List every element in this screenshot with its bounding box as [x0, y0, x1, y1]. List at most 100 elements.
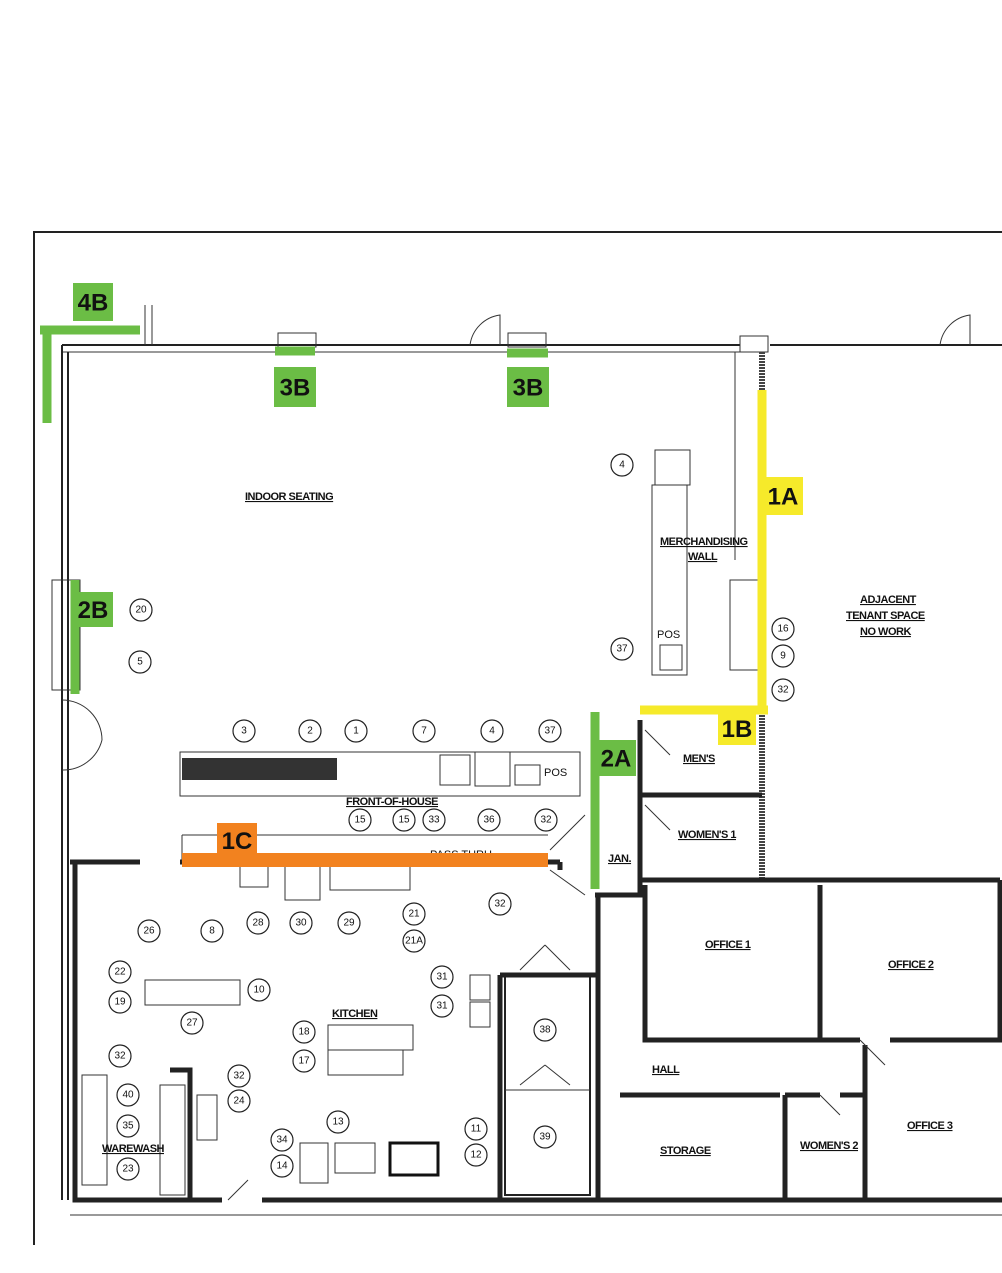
room-label: OFFICE 3 [907, 1120, 953, 1132]
marker-2a: 2A [590, 712, 636, 889]
callout-circle [392, 808, 416, 832]
marker-label: 1C [222, 828, 253, 855]
callout-circle [326, 1110, 350, 1134]
callout-circle [610, 453, 634, 477]
equipment-callout: 8 [200, 919, 224, 943]
callout-circle [128, 650, 152, 674]
equipment-callout: 1 [344, 719, 368, 743]
callout-circle [771, 644, 795, 668]
callout-circle [610, 637, 634, 661]
equipment-callout: 12 [464, 1143, 488, 1167]
room-label: TENANT SPACE [846, 610, 925, 622]
callout-circle [533, 1018, 557, 1042]
callout-circle [270, 1154, 294, 1178]
callout-number: 34 [276, 1135, 288, 1146]
callout-number: 20 [135, 605, 147, 616]
marker-label-box [73, 592, 113, 627]
callout-number: 19 [114, 997, 126, 1008]
callout-number: 15 [354, 815, 366, 826]
marker-4b: 4B [40, 283, 140, 423]
callout-number: 8 [209, 926, 215, 937]
callout-number: 32 [494, 899, 506, 910]
equipment-callout: 17 [292, 1049, 316, 1073]
equipment-callout: 3 [232, 719, 256, 743]
callout-number: 13 [332, 1117, 344, 1128]
room-label: MERCHANDISING [660, 536, 748, 548]
callout-number: 36 [483, 815, 495, 826]
callout-number: 21 [408, 909, 420, 920]
callout-number: 10 [253, 985, 265, 996]
equipment-callout: 35 [116, 1114, 140, 1138]
room-label: WAREWASH [102, 1143, 165, 1155]
callout-number: 31 [436, 972, 448, 983]
callout-circle [180, 1011, 204, 1035]
callout-number: 39 [539, 1132, 551, 1143]
callout-number: 15 [398, 815, 410, 826]
callout-number: 30 [295, 918, 307, 929]
equipment-callout: 32 [108, 1044, 132, 1068]
callout-circle [108, 1044, 132, 1068]
equipment-callout: 9 [771, 644, 795, 668]
callout-circle [137, 919, 161, 943]
callout-number: 14 [276, 1161, 288, 1172]
callout-circle [227, 1064, 251, 1088]
callout-number: 17 [298, 1056, 310, 1067]
callout-circle [227, 1089, 251, 1113]
callout-circle [464, 1117, 488, 1141]
equipment-callout: 30 [289, 911, 313, 935]
marker-2b: 2B [70, 580, 113, 694]
equipment-callout: 5 [128, 650, 152, 674]
room-label: HALL [652, 1064, 680, 1076]
callout-number: 9 [780, 651, 786, 662]
callout-circle [422, 808, 446, 832]
callout-number: 37 [544, 726, 556, 737]
equipment-callout: 11 [464, 1117, 488, 1141]
callout-number: 3 [241, 726, 247, 737]
callout-number: 31 [436, 1001, 448, 1012]
callout-number: 28 [252, 918, 264, 929]
marker-label-box [507, 367, 549, 407]
callout-number: 40 [122, 1090, 134, 1101]
callout-circle [771, 617, 795, 641]
equipment-callout: 26 [137, 919, 161, 943]
equipment-callout: 29 [337, 911, 361, 935]
callout-number: 21A [405, 936, 423, 947]
room-label: MEN'S [683, 753, 715, 765]
equipment-callout: 27 [180, 1011, 204, 1035]
equipment-callout: 13 [326, 1110, 350, 1134]
equipment-callout: 37 [610, 637, 634, 661]
equipment-callout: 32 [534, 808, 558, 832]
marker-label: 4B [78, 290, 109, 317]
equipment-callout: 40 [116, 1083, 140, 1107]
room-label: OFFICE 2 [888, 959, 934, 971]
room-label: KITCHEN [332, 1008, 378, 1020]
room-label: NO WORK [860, 626, 911, 638]
room-label: WALL [688, 551, 718, 563]
equipment-callout: 32 [771, 678, 795, 702]
marker-label-box [73, 283, 113, 321]
equipment-callout: 38 [533, 1018, 557, 1042]
equipment-callout: 33 [422, 808, 446, 832]
equipment-callout: 19 [108, 990, 132, 1014]
callout-circle [232, 719, 256, 743]
marker-label-box [763, 477, 803, 515]
room-label: FRONT-OF-HOUSE [346, 796, 438, 808]
marker-label: 1B [722, 716, 753, 743]
equipment-callout: 18 [292, 1020, 316, 1044]
marker-label: 3B [513, 375, 544, 402]
callout-circle [477, 808, 501, 832]
room-label: WOMEN'S 2 [800, 1140, 858, 1152]
callout-circle [534, 808, 558, 832]
callout-circle [337, 911, 361, 935]
callout-circle [344, 719, 368, 743]
room-label: OFFICE 1 [705, 939, 751, 951]
callout-circle [402, 902, 426, 926]
callout-circle [108, 990, 132, 1014]
callout-circle [538, 719, 562, 743]
callout-circle [129, 598, 153, 622]
callout-circle [488, 892, 512, 916]
callout-circle [270, 1128, 294, 1152]
equipment-callout: 28 [246, 911, 270, 935]
